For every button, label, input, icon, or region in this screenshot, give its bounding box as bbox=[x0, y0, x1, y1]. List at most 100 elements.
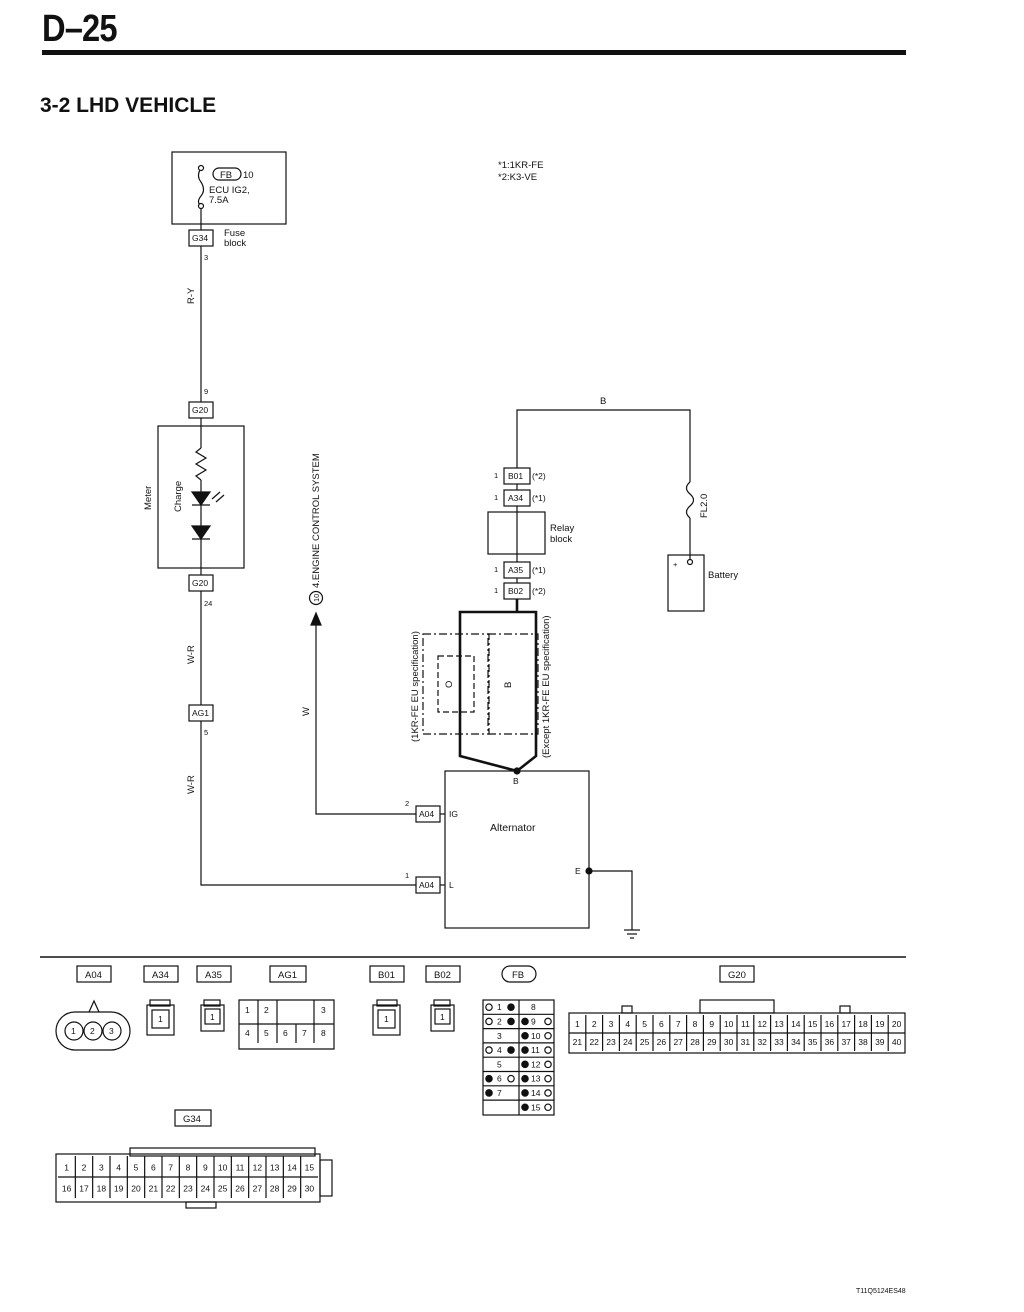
engine-ref-label: 4.ENGINE CONTROL SYSTEM bbox=[311, 453, 322, 588]
wire-w bbox=[315, 625, 416, 815]
led-ray-1 bbox=[211, 491, 221, 500]
g20-pin: 18 bbox=[858, 1019, 868, 1029]
g34-housing bbox=[55, 1153, 321, 1203]
g20-pin: 14 bbox=[791, 1019, 801, 1029]
g20-pin: 13 bbox=[774, 1019, 784, 1029]
fb-right-pin: 11 bbox=[531, 1045, 540, 1055]
b02-view-label: B02 bbox=[434, 970, 451, 981]
spec-frame-inner bbox=[437, 655, 475, 713]
ag1-housing bbox=[238, 999, 335, 1050]
alternator-box bbox=[444, 770, 590, 929]
g20-pin: 29 bbox=[707, 1037, 717, 1047]
meter-resistor bbox=[194, 447, 208, 481]
g20-pin: 25 bbox=[640, 1037, 650, 1047]
g34-pin: 12 bbox=[253, 1162, 263, 1172]
ag1-view-tab bbox=[269, 965, 307, 983]
a35-housing bbox=[200, 1004, 225, 1032]
fb-left-pin: 6 bbox=[497, 1074, 502, 1084]
g34-pin: 9 bbox=[203, 1162, 208, 1172]
g20-pin: 8 bbox=[693, 1019, 698, 1029]
a34-cavity bbox=[151, 1009, 170, 1029]
g20-pin: 7 bbox=[676, 1019, 681, 1029]
g20-pin: 10 bbox=[724, 1019, 734, 1029]
wire-label-w: W bbox=[301, 707, 312, 716]
g34-view-label: G34 bbox=[183, 1114, 201, 1125]
fb-cavity-mark bbox=[507, 1074, 515, 1083]
charge-led bbox=[190, 491, 212, 507]
fb-right-pin: 14 bbox=[531, 1088, 541, 1098]
wire-label-r-y: R-Y bbox=[186, 287, 197, 304]
fb-right-pin: 15 bbox=[531, 1102, 541, 1112]
wire-label-b-top: B bbox=[600, 396, 606, 407]
fb-right-pin: 13 bbox=[531, 1074, 541, 1084]
fb-cavity-mark bbox=[485, 1017, 493, 1026]
b01-note: (*2) bbox=[532, 471, 546, 481]
g20-view-tab bbox=[719, 965, 755, 983]
spec-frame-1kr bbox=[422, 633, 490, 735]
b02-latch bbox=[433, 999, 451, 1007]
g34-pin: 16 bbox=[62, 1183, 72, 1193]
g34-pin: 27 bbox=[253, 1183, 263, 1193]
wire-w-r-lower bbox=[200, 721, 416, 886]
fb-cavity-mark bbox=[485, 1089, 493, 1097]
fb-cavity-mark bbox=[521, 1103, 529, 1112]
fb-right-pin: 12 bbox=[531, 1059, 541, 1069]
ground-wire bbox=[589, 870, 633, 930]
a04-view-label: A04 bbox=[85, 970, 102, 981]
b02-housing bbox=[430, 1004, 455, 1032]
a35-latch bbox=[203, 999, 221, 1007]
fb-cavity-mark bbox=[485, 1003, 493, 1011]
fb-left-pin: 4 bbox=[497, 1045, 502, 1055]
battery-terminal bbox=[686, 558, 694, 566]
g20-pin: 39 bbox=[875, 1037, 885, 1047]
fb-cavity-mark bbox=[544, 1031, 552, 1040]
fb-cavity-mark bbox=[544, 1103, 552, 1112]
charge-label: Charge bbox=[173, 481, 184, 512]
g34-pin: 11 bbox=[236, 1162, 245, 1172]
b02-view-tab bbox=[425, 965, 461, 983]
fb-cavity-mark bbox=[521, 1017, 529, 1026]
b01-housing bbox=[372, 1004, 401, 1036]
fusible-link-symbol bbox=[685, 481, 695, 519]
fb-left-pin: 7 bbox=[497, 1088, 502, 1098]
g20-pin: 34 bbox=[791, 1037, 801, 1047]
a04-pin-3-label: 3 bbox=[109, 1026, 114, 1036]
g34-pin: 3 bbox=[204, 253, 208, 262]
engine-ref-circle bbox=[308, 590, 324, 606]
g20-pin: 21 bbox=[573, 1037, 583, 1047]
a04-ig-label: A04 bbox=[419, 809, 434, 819]
g34-pin: 1 bbox=[64, 1162, 69, 1172]
ag1-pin-4: 4 bbox=[245, 1028, 250, 1038]
g34-pin: 26 bbox=[235, 1183, 245, 1193]
fb-left-pin: 1 bbox=[497, 1002, 502, 1012]
fb-cavity-mark bbox=[544, 1060, 552, 1069]
spec-label-except: (Except 1KR-FE EU specification) bbox=[541, 615, 552, 758]
relay-label: Relay bbox=[550, 523, 575, 534]
ag1-connector-label: AG1 bbox=[192, 708, 209, 718]
a34-pin: 1 bbox=[494, 493, 498, 502]
g34-pin: 8 bbox=[186, 1162, 191, 1172]
fb-cavity-mark bbox=[521, 1031, 529, 1040]
a04-l-label: A04 bbox=[419, 880, 434, 890]
g20-pin: 26 bbox=[657, 1037, 667, 1047]
g20-pin: 35 bbox=[808, 1037, 818, 1047]
g34-pin: 18 bbox=[97, 1183, 107, 1193]
g34-pin: 20 bbox=[131, 1183, 141, 1193]
g20-pin: 28 bbox=[690, 1037, 700, 1047]
e-terminal-label: E bbox=[575, 866, 581, 876]
fb-right-pin: 9 bbox=[531, 1016, 536, 1026]
g20-pin: 5 bbox=[642, 1019, 647, 1029]
ag1-pin-2: 2 bbox=[264, 1005, 269, 1015]
fb-cavity-mark bbox=[544, 1017, 552, 1026]
g20-pin: 2 bbox=[592, 1019, 597, 1029]
g20-pin: 30 bbox=[724, 1037, 734, 1047]
fb-cavity-mark bbox=[485, 1046, 493, 1054]
meter-label: Meter bbox=[143, 486, 154, 510]
g34-pin: 5 bbox=[134, 1162, 139, 1172]
fuse-symbol bbox=[197, 167, 205, 207]
a34-latch bbox=[149, 999, 171, 1007]
g34-pin: 14 bbox=[287, 1162, 297, 1172]
battery-box bbox=[667, 554, 705, 612]
fb-cavity-mark bbox=[521, 1060, 529, 1069]
